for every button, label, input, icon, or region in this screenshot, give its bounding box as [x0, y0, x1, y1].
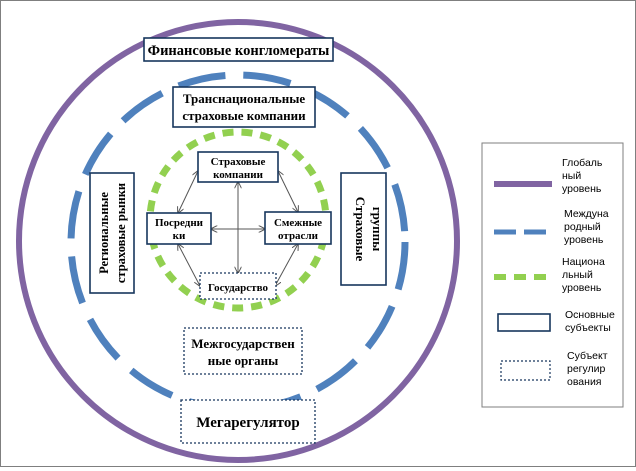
legend-item-national: Национа льный уровень [494, 256, 605, 294]
legend-label-international-2: родный [564, 221, 601, 233]
financial-conglomerates-label: Финансовые конгломераты [148, 43, 330, 59]
insurance-groups-line-1: Страховые [353, 197, 368, 262]
financial-conglomerates-box: Финансовые конгломераты [143, 37, 334, 62]
insurance-groups-box: Страховые группы [340, 172, 387, 286]
legend-label-main-subjects-1: Основные [565, 309, 615, 321]
global-level-ring [16, 19, 460, 463]
related-industries-box: Смежные отрасли [264, 211, 332, 245]
interstate-bodies-box: Межгосударствен ные органы [183, 327, 303, 375]
legend-label-national-2: льный [562, 269, 593, 281]
legend-label-main-subjects-2: субъекты [565, 322, 611, 334]
transnational-insurers-line-2: страховые компании [182, 108, 306, 123]
legend-label-regulator-1: Субъект [567, 350, 608, 362]
inner-arrows [178, 171, 298, 286]
megaregulator-label: Мегарегулятор [196, 415, 299, 431]
arrow-related-state [275, 244, 298, 286]
legend-label-international-3: уровень [564, 234, 604, 246]
legend-label-global-2: ный [562, 170, 581, 182]
related-industries-line-2: отрасли [278, 230, 319, 242]
state-label: Государство [208, 282, 268, 294]
interstate-bodies-line-1: Межгосударствен [191, 336, 295, 351]
insurers-line-1: Страховые [211, 156, 266, 168]
state-box: Государство [199, 272, 277, 300]
legend-item-global: Глобаль ный уровень [494, 157, 603, 195]
legend-label-global-1: Глобаль [562, 157, 603, 169]
arrow-insurers-intermediaries [178, 171, 198, 213]
legend-label-global-3: уровень [562, 183, 602, 195]
intermediaries-box: Посредни ки [146, 212, 212, 245]
insurance-groups-line-2: группы [370, 207, 385, 252]
legend-item-main-subjects: Основные субъекты [497, 309, 615, 334]
megaregulator-box: Мегарегулятор [180, 399, 316, 444]
related-industries-line-1: Смежные [274, 217, 322, 229]
legend: Глобаль ный уровень Междуна родный урове… [481, 142, 624, 408]
regional-markets-line-1: Региональные [97, 192, 111, 274]
regional-markets-box: Региональные страховые рынки [89, 172, 135, 294]
transnational-insurers-box: Транснациональные страховые компании [172, 86, 316, 128]
legend-swatch-main-subjects [497, 313, 551, 332]
intermediaries-line-1: Посредни [155, 217, 204, 229]
legend-label-national-3: уровень [562, 282, 602, 294]
regional-markets-line-2: страховые рынки [114, 183, 128, 283]
arrow-intermediaries-state [178, 244, 200, 286]
legend-label-regulator-2: регулир [567, 363, 606, 375]
intermediaries-line-2: ки [173, 230, 186, 242]
legend-swatch-regulator [500, 360, 551, 381]
international-level-ring [67, 71, 409, 413]
insurers-line-2: компании [213, 169, 263, 181]
legend-label-regulator-3: ования [567, 376, 602, 388]
insurers-box: Страховые компании [197, 151, 279, 183]
legend-label-international-1: Междуна [564, 208, 609, 220]
interstate-bodies-line-2: ные органы [208, 353, 278, 368]
transnational-insurers-line-1: Транснациональные [183, 91, 306, 106]
legend-label-national-1: Национа [562, 256, 605, 268]
arrow-insurers-related [278, 171, 298, 212]
legend-item-regulator: Субъект регулир ования [500, 350, 608, 388]
legend-item-international: Междуна родный уровень [494, 208, 609, 246]
